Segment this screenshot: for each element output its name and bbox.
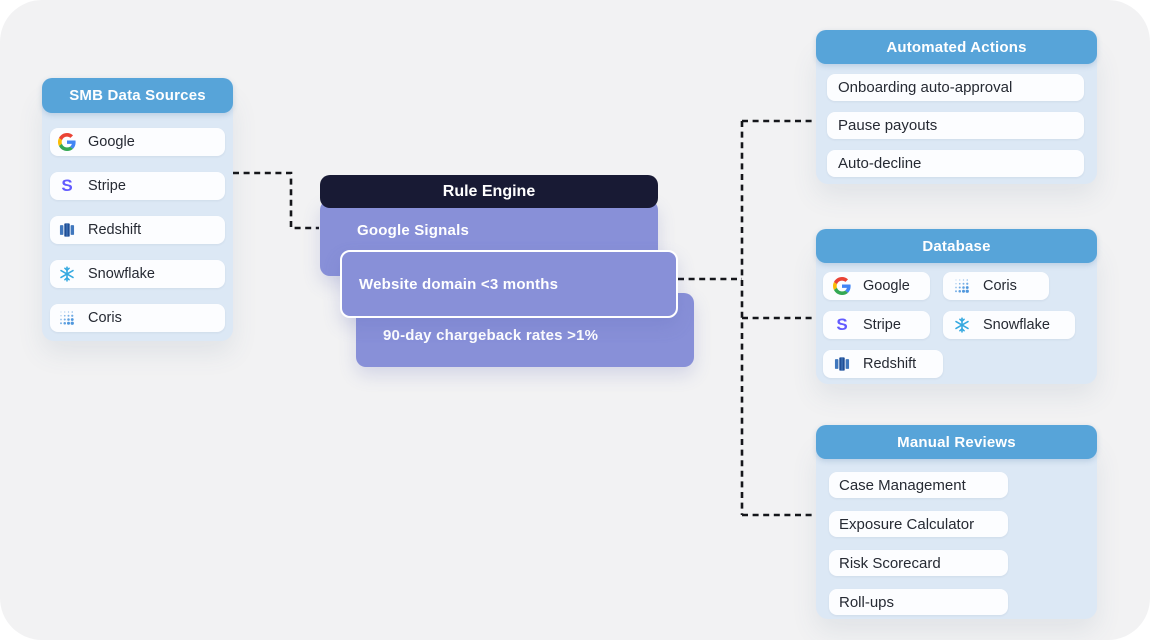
automated-action-item: Pause payouts bbox=[827, 112, 1084, 139]
data-source-item: Coris bbox=[50, 304, 225, 332]
database-panel: Google Coris S Stripe Snowflake bbox=[816, 229, 1097, 385]
redshift-icon bbox=[833, 355, 851, 373]
smb-panel-body: Google S Stripe Redshift Snowflake bbox=[42, 90, 233, 341]
data-source-item: Google bbox=[50, 128, 225, 156]
manual-review-label: Roll-ups bbox=[839, 593, 895, 611]
google-icon bbox=[58, 133, 76, 151]
connector-sources-to-rule-engine bbox=[233, 171, 319, 230]
data-source-label: Redshift bbox=[88, 222, 142, 238]
database-item-label: Coris bbox=[983, 278, 1017, 294]
manual-reviews-panel: Case Management Exposure Calculator Risk… bbox=[816, 425, 1097, 619]
database-item-label: Google bbox=[863, 278, 910, 294]
manual-review-label: Exposure Calculator bbox=[839, 515, 975, 533]
automated-action-item: Auto-decline bbox=[827, 150, 1084, 177]
data-source-item: Redshift bbox=[50, 216, 225, 244]
data-source-label: Snowflake bbox=[88, 266, 155, 282]
database-item: Redshift bbox=[823, 350, 943, 378]
database-item: Google bbox=[823, 272, 930, 300]
rule-label: 90-day chargeback rates >1% bbox=[383, 327, 599, 344]
stripe-icon: S bbox=[836, 315, 848, 334]
rule-label: Website domain <3 months bbox=[359, 275, 559, 293]
automated-actions-panel: Onboarding auto-approval Pause payouts A… bbox=[816, 30, 1097, 185]
manual-reviews-body: Case Management Exposure Calculator Risk… bbox=[816, 440, 1097, 619]
coris-icon bbox=[58, 309, 76, 327]
database-item-label: Redshift bbox=[863, 356, 917, 372]
google-icon bbox=[833, 277, 851, 295]
smb-data-sources-panel: Google S Stripe Redshift Snowflake bbox=[42, 78, 233, 343]
automated-action-label: Onboarding auto-approval bbox=[838, 79, 1013, 96]
manual-review-label: Risk Scorecard bbox=[839, 554, 941, 572]
rule-label: Google Signals bbox=[357, 222, 469, 239]
rule-engine-header: Rule Engine bbox=[320, 175, 658, 208]
database-item: S Stripe bbox=[823, 311, 930, 339]
manual-reviews-header: Manual Reviews bbox=[816, 425, 1097, 459]
snowflake-icon bbox=[953, 316, 971, 334]
automated-actions-header: Automated Actions bbox=[816, 30, 1097, 64]
manual-review-item: Risk Scorecard bbox=[829, 550, 1008, 576]
manual-review-item: Roll-ups bbox=[829, 589, 1008, 615]
snowflake-icon bbox=[58, 265, 76, 283]
data-source-item: S Stripe bbox=[50, 172, 225, 200]
redshift-icon bbox=[58, 221, 76, 239]
database-item: Coris bbox=[943, 272, 1049, 300]
manual-review-item: Exposure Calculator bbox=[829, 511, 1008, 537]
database-body: Google Coris S Stripe Snowflake bbox=[816, 243, 1097, 384]
automated-actions-body: Onboarding auto-approval Pause payouts A… bbox=[816, 44, 1097, 184]
data-source-item: Snowflake bbox=[50, 260, 225, 288]
manual-review-item: Case Management bbox=[829, 472, 1008, 498]
database-item: Snowflake bbox=[943, 311, 1075, 339]
rule-card-website-domain: Website domain <3 months bbox=[340, 250, 678, 318]
database-item-label: Stripe bbox=[863, 317, 901, 333]
automated-action-label: Auto-decline bbox=[838, 155, 922, 172]
automated-action-item: Onboarding auto-approval bbox=[827, 74, 1084, 101]
database-header: Database bbox=[816, 229, 1097, 263]
data-source-label: Google bbox=[88, 134, 135, 150]
data-source-label: Stripe bbox=[88, 178, 126, 194]
coris-icon bbox=[953, 277, 971, 295]
stripe-icon: S bbox=[61, 176, 73, 195]
manual-review-label: Case Management bbox=[839, 476, 966, 494]
smb-panel-header: SMB Data Sources bbox=[42, 78, 233, 113]
automated-action-label: Pause payouts bbox=[838, 117, 938, 134]
connector-rule-engine-trunk bbox=[678, 121, 744, 515]
data-source-label: Coris bbox=[88, 310, 122, 326]
database-item-label: Snowflake bbox=[983, 317, 1050, 333]
